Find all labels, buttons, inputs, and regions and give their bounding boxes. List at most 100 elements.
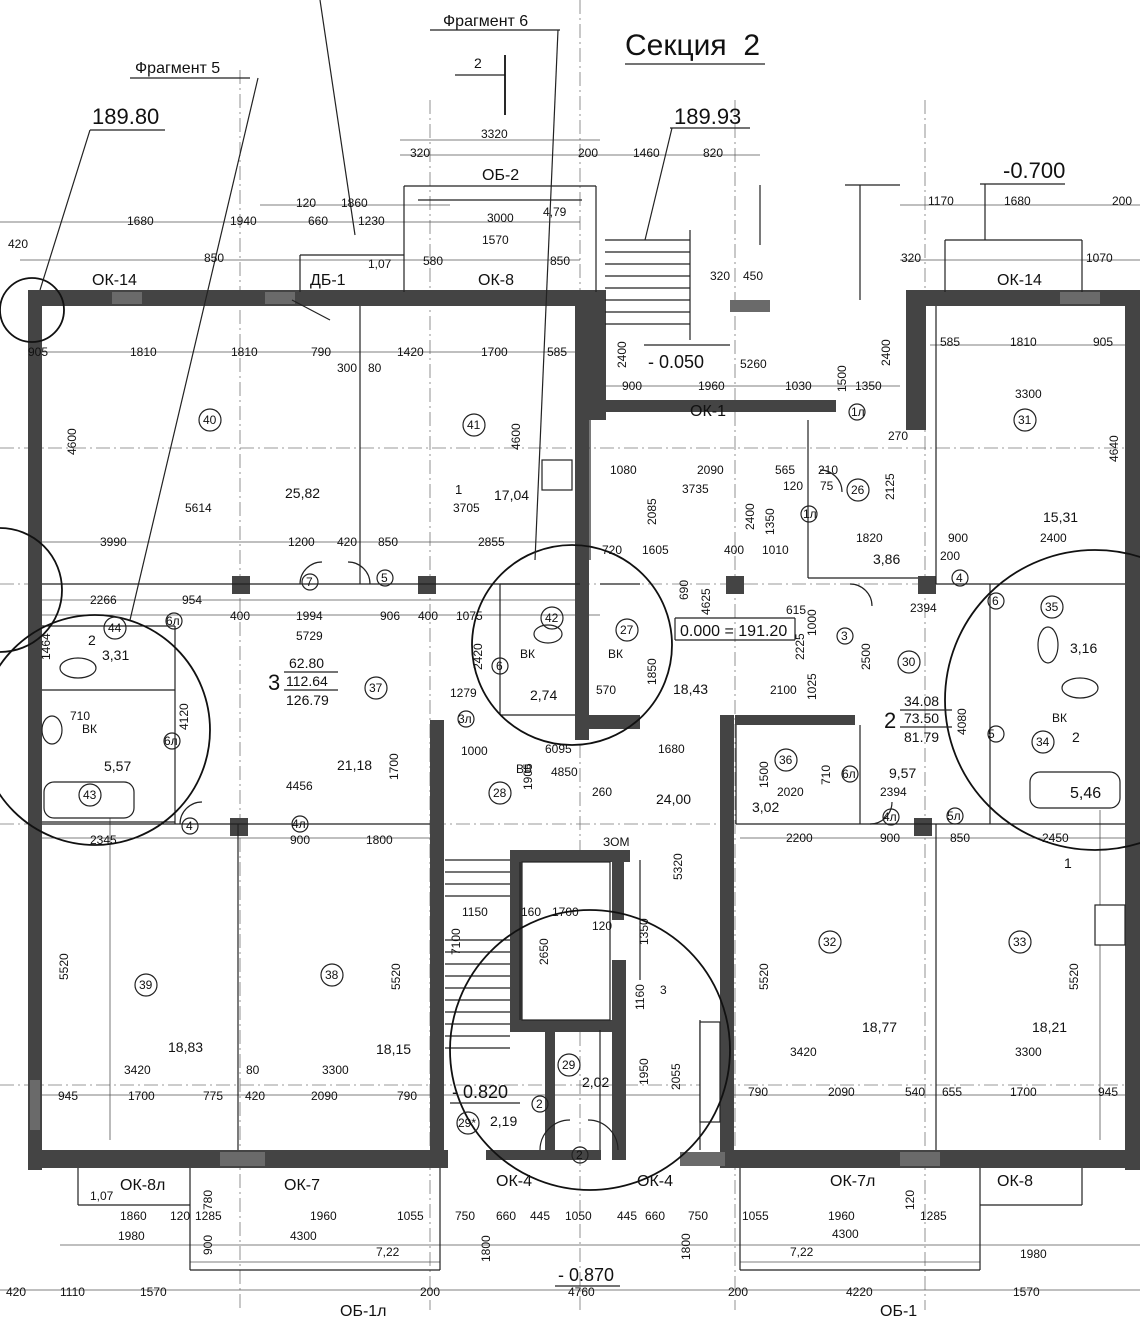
room-number: 41 (467, 418, 481, 432)
dimension-label: 4 (186, 819, 193, 833)
room-number: 34 (1036, 735, 1050, 749)
dimension-label: 1464 (39, 633, 53, 660)
toilet (1061, 677, 1099, 699)
dimension-label: 1055 (397, 1209, 424, 1223)
window-label: ОК-4 (496, 1173, 532, 1190)
dimension-label: 850 (550, 254, 570, 268)
dimension-label: 2200 (786, 831, 813, 845)
dimension-label: 570 (596, 683, 616, 697)
dimension-label: 1150 (462, 905, 488, 919)
dimension-label: 270 (888, 429, 908, 443)
dimension-label: 1810 (231, 345, 258, 359)
dimension-label: 945 (1098, 1085, 1118, 1099)
dimension-label: 120 (170, 1209, 190, 1223)
dimension-label: 2 (536, 1097, 543, 1111)
dimension-label: 1070 (1086, 251, 1113, 265)
dimension-label: 660 (308, 214, 328, 228)
dimension-label: 1230 (358, 214, 385, 228)
dimension-label: 905 (28, 345, 48, 359)
dimension-label: 3990 (100, 535, 127, 549)
dimension-label: 1050 (565, 1209, 592, 1223)
dimension-label: 2345 (90, 833, 117, 847)
dimension-label: 1950 (637, 1058, 651, 1085)
opening-labels: ОК-14 ДБ-1 ОК-8 ОБ-2 ОК-1 ОК-14 ОК-8л ОК… (82, 167, 1067, 1320)
window-label: ОК-14 (92, 272, 137, 289)
dimension-label: 6л (164, 734, 178, 748)
room-number: 29* (458, 1116, 476, 1130)
dimension-label: 850 (378, 535, 398, 549)
dimension-label: 120 (592, 919, 612, 933)
dimension-label: 1860 (341, 196, 368, 210)
partitions (42, 184, 1125, 1271)
dimension-label: 1700 (481, 345, 508, 359)
dimension-label: 420 (6, 1285, 26, 1299)
dimension-label: 1110 (60, 1285, 85, 1299)
dimension-label: 1960 (698, 379, 725, 393)
dimension-label: 905 (1093, 335, 1113, 349)
room-labels: 40 25,82 41 17,04 31 15,31 26 3,86 44 3,… (83, 413, 1101, 1130)
dimension-label: 4 (956, 571, 963, 585)
dimension-label: 4640 (1107, 435, 1121, 462)
dimension-label: 210 (818, 463, 838, 477)
door-marks: 7 5 4 4л 3л 4 6 6 3 4л 5л 6л 6л 6л 5 2 2… (88, 403, 1080, 1164)
balcony-door-label: ДБ-1 (310, 272, 346, 289)
dimension-label: 320 (410, 146, 430, 160)
room-number-circles (78, 408, 1064, 1135)
balcony-area: 1,07 (90, 1189, 114, 1203)
dimension-label: 1810 (1010, 335, 1037, 349)
dimension-label: 445 (530, 1209, 550, 1223)
room-number: 28 (493, 786, 507, 800)
room-number: 35 (1045, 600, 1059, 614)
elevation-entrance: - 0.870 (558, 1265, 614, 1285)
dimension-label: 1285 (195, 1209, 222, 1223)
dimension-label: 1080 (610, 463, 637, 477)
dimension-label: 5л (947, 809, 961, 823)
total-area: 112.64 (286, 673, 328, 689)
dimension-label: 1700 (1010, 1085, 1037, 1099)
window-label: ОК-7 (284, 1177, 320, 1194)
dimension-label: 445 (617, 1209, 637, 1223)
dimension-label: 1860 (120, 1209, 147, 1223)
dimension-label: 1800 (366, 833, 393, 847)
elevation-lift-lobby: - 0.820 (452, 1082, 508, 1102)
window-label: ОК-1 (690, 403, 726, 420)
dimension-label: 580 (423, 254, 443, 268)
dimension-label: 4850 (551, 765, 578, 779)
room-area: 5,46 (1070, 785, 1101, 802)
vertical-dimension-text: 4600 4600 2085 1350 2400 2125 4640 2400 … (39, 339, 1121, 1262)
dimension-label: 6л (166, 614, 180, 628)
dimension-label: 710 (70, 709, 90, 723)
dimension-label: 1030 (785, 379, 812, 393)
room-number: 26 (851, 483, 865, 497)
dimension-label: 710 (819, 765, 833, 785)
living-area: 34.08 (904, 693, 939, 709)
dimension-label: 1994 (296, 609, 323, 623)
dimension-label: 1800 (679, 1233, 693, 1260)
dimension-label: 1460 (633, 146, 660, 160)
dimension-label: 5520 (389, 963, 403, 990)
dimension-label: 690 (677, 580, 691, 600)
room-area: 3,16 (1070, 640, 1097, 656)
sink (41, 715, 63, 745)
dimension-label: 400 (230, 609, 250, 623)
elevation-center: 189.93 (674, 104, 741, 129)
dimension-label: 120 (296, 196, 316, 210)
dimension-label: 80 (368, 361, 382, 375)
window-label: ОК-8 (478, 272, 514, 289)
dimension-label: 1000 (461, 744, 488, 758)
fixtures (41, 459, 1126, 1123)
dimension-label: 2855 (478, 535, 505, 549)
dimension-label: 4625 (699, 588, 713, 615)
dimension-label: 2266 (90, 593, 117, 607)
dimension-label: 1570 (140, 1285, 167, 1299)
dimension-label: 420 (337, 535, 357, 549)
dimension-label: 5 (381, 571, 388, 585)
dimension-label: 1160 (633, 984, 647, 1010)
dimension-label: 790 (311, 345, 331, 359)
dimension-label: 320 (710, 269, 730, 283)
window-label: ОК-8л (120, 1177, 165, 1194)
balcony-label: ОБ-1л (340, 1303, 387, 1320)
dimension-label: 5729 (296, 629, 323, 643)
room-area: 18,15 (376, 1041, 411, 1057)
